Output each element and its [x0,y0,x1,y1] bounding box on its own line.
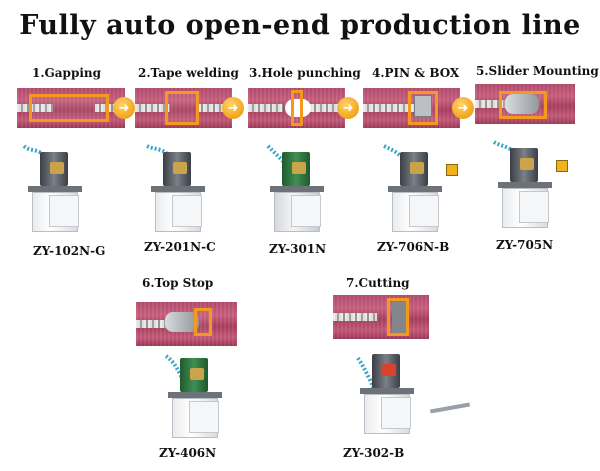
machine-illustration-zy-301n [262,142,342,232]
model-label-zy-302-b: ZY-302-B [343,446,405,460]
model-label-zy-705n: ZY-705N [496,238,554,252]
highlight-top-stop [194,308,212,336]
arrow-right-icon: ➜ [337,97,359,119]
tape-strip-cutting [333,295,429,339]
arrow-right-icon: ➜ [113,97,135,119]
step-label-pin-box: 4.PIN & BOX [372,66,460,80]
step-label-top-stop: 6.Top Stop [142,276,214,290]
machine-illustration-zy-705n [490,138,570,228]
model-label-zy-201n-c: ZY-201N-C [144,240,216,254]
highlight-cutting [387,298,409,336]
machine-illustration-zy-406n [160,352,240,438]
machine-illustration-zy-102n-g [20,142,100,232]
cut-stop-part [392,302,406,334]
arrow-right-icon: ➜ [222,97,244,119]
step-label-hole-punching: 3.Hole punching [249,66,361,80]
tape-strip-pin-box [363,88,460,128]
arrow-right-icon: ➜ [452,97,474,119]
step-label-gapping: 1.Gapping [32,66,102,80]
model-label-zy-706n-b: ZY-706N-B [377,240,450,254]
highlight-tape-welding [165,91,199,125]
highlight-slider-mounting [499,91,547,119]
highlight-gapping [29,94,109,122]
model-label-zy-406n: ZY-406N [159,446,217,460]
highlight-hole-punching [291,90,303,126]
pin-box-part [414,95,432,117]
tape-strip-tape-welding [135,88,232,128]
machine-illustration-zy-706n-b [380,142,460,232]
highlight-pin-box [408,91,438,125]
slider-part [165,312,199,332]
model-label-zy-301n: ZY-301N [269,242,327,256]
step-label-cutting: 7.Cutting [346,276,410,290]
slider-part [505,94,539,114]
machine-illustration-zy-201n-c [143,142,223,232]
step-label-tape-welding: 2.Tape welding [138,66,239,80]
page-title: Fully auto open-end production line [19,10,581,41]
machine-illustration-zy-302-b [352,354,471,434]
step-label-slider-mounting: 5.Slider Mounting [476,64,599,78]
model-label-zy-102n-g: ZY-102N-G [33,244,106,258]
